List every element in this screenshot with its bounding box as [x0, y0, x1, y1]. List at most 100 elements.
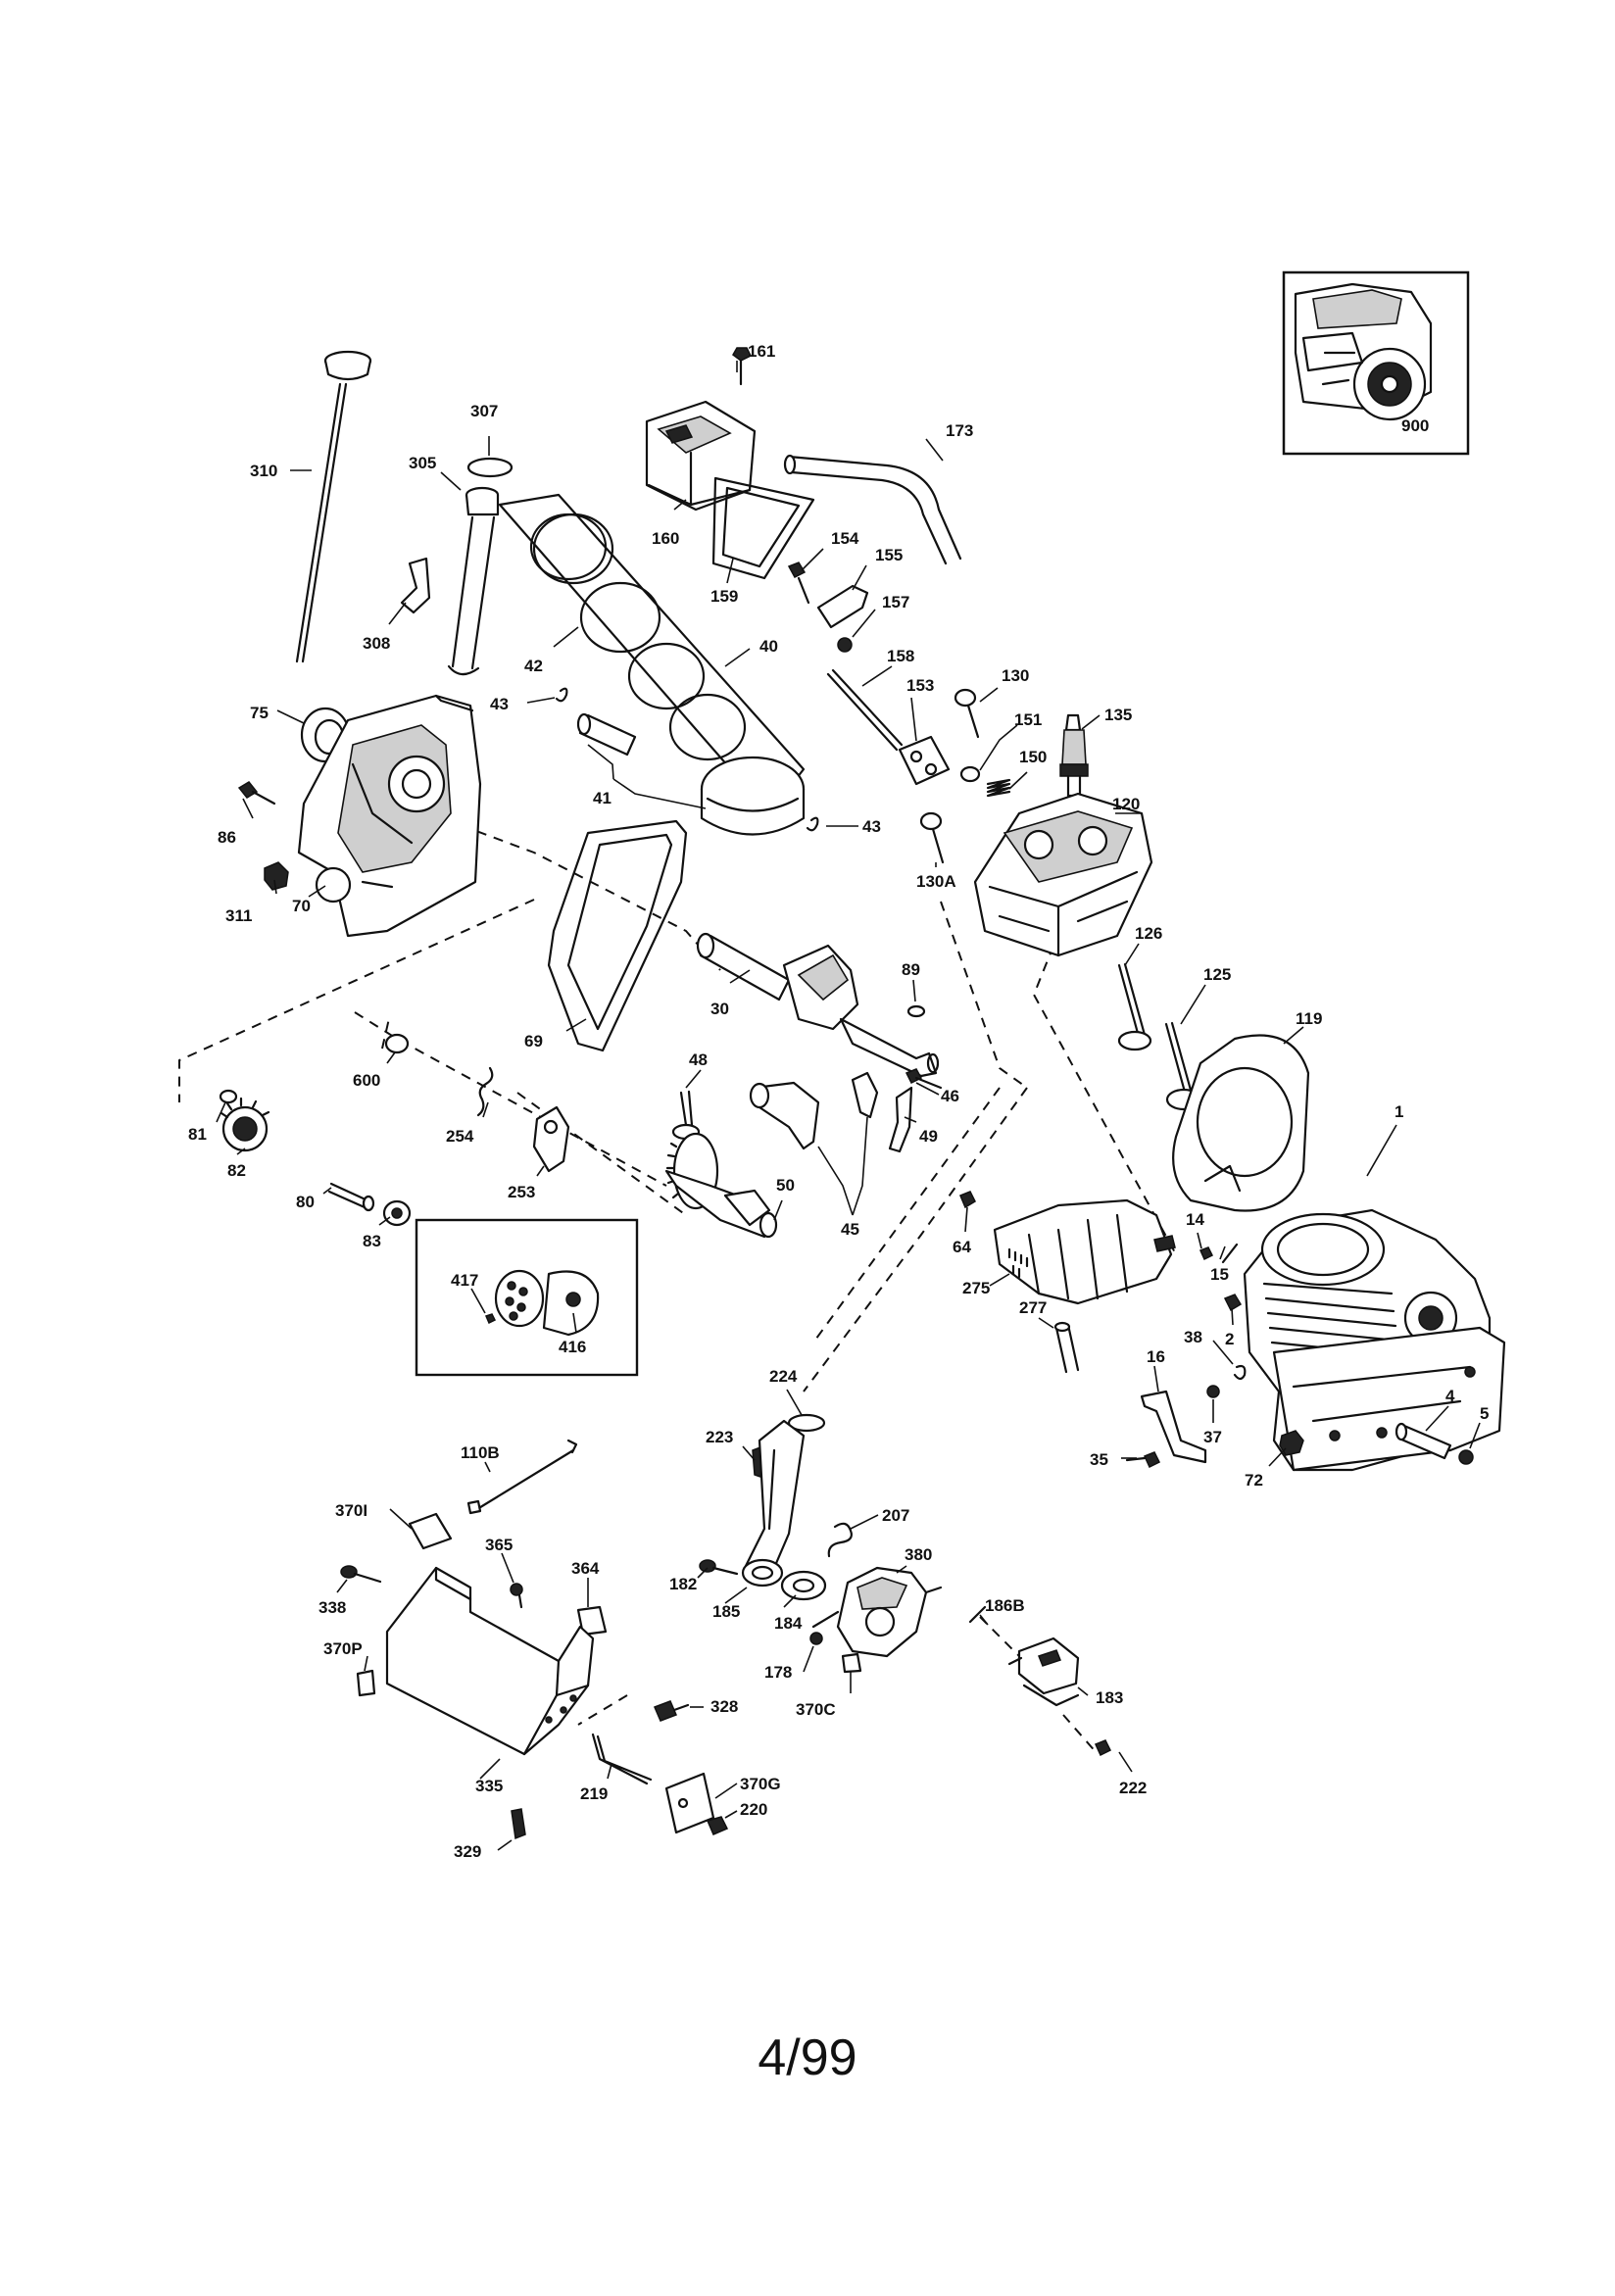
part-338-screw	[340, 1565, 382, 1584]
callout-42: 42	[524, 657, 543, 675]
callout-161: 161	[748, 342, 775, 361]
callout-364: 364	[571, 1559, 600, 1578]
callout-130a: 130A	[916, 872, 956, 891]
part-130a-bolt	[919, 811, 945, 864]
callout-416: 416	[559, 1338, 586, 1356]
callout-160: 160	[652, 529, 679, 548]
part-370p-decal	[356, 1669, 376, 1697]
callout-380: 380	[905, 1545, 932, 1564]
callout-135: 135	[1104, 706, 1132, 724]
callout-50: 50	[776, 1176, 795, 1195]
part-15-link	[1221, 1243, 1239, 1264]
part-41-wrist-pin	[576, 712, 637, 757]
callout-308: 308	[363, 634, 390, 653]
part-35-screw	[1125, 1451, 1161, 1469]
part-45-tappet-assembly	[749, 1071, 879, 1150]
part-173-breather-tube	[783, 454, 962, 565]
callout-900: 900	[1401, 416, 1429, 435]
callout-184: 184	[774, 1614, 803, 1633]
callout-15: 15	[1210, 1265, 1229, 1284]
part-184-carburetor-gasket	[780, 1570, 827, 1601]
callout-153: 153	[906, 676, 934, 695]
part-254-spring	[476, 1066, 494, 1117]
callout-150: 150	[1019, 748, 1047, 766]
callout-46: 46	[941, 1087, 959, 1105]
engine-overview-inset	[1282, 270, 1470, 456]
part-308-clip	[400, 557, 431, 614]
callout-1: 1	[1395, 1102, 1403, 1121]
part-185-intake-manifold	[741, 1419, 806, 1588]
callout-151: 151	[1014, 710, 1042, 729]
part-82-governor-gear	[220, 1097, 270, 1152]
callout-119: 119	[1296, 1009, 1322, 1028]
part-119-cylinder-head-gasket	[1172, 1034, 1310, 1212]
callout-370p: 370P	[323, 1639, 363, 1658]
part-219-control-rod	[591, 1733, 653, 1785]
callout-219: 219	[580, 1784, 608, 1803]
part-311-drain-plug	[264, 861, 289, 891]
part-161-screw	[732, 347, 753, 386]
part-38-clip	[1233, 1364, 1247, 1381]
part-182-screw	[699, 1559, 739, 1576]
part-370c-decal	[841, 1652, 862, 1674]
callout-178: 178	[764, 1663, 792, 1682]
part-110b-link	[466, 1439, 578, 1515]
callout-83: 83	[363, 1232, 381, 1250]
callout-14: 14	[1186, 1210, 1204, 1229]
part-135-spark-plug	[1059, 713, 1089, 798]
part-14-fitting	[1199, 1246, 1214, 1261]
callout-159: 159	[710, 587, 738, 606]
callout-126: 126	[1135, 924, 1162, 943]
callout-2: 2	[1225, 1330, 1234, 1348]
callout-173: 173	[946, 421, 973, 440]
part-155-rocker-arm	[816, 584, 869, 629]
callout-275: 275	[962, 1279, 990, 1297]
callout-4: 4	[1445, 1387, 1455, 1405]
callout-labels: 161 173 307 310 305 160 154 155 159 157 …	[188, 342, 1489, 1861]
callout-417: 417	[451, 1271, 478, 1290]
callout-89: 89	[902, 960, 920, 979]
part-120-cylinder-head	[973, 792, 1153, 957]
callout-307: 307	[470, 402, 498, 420]
callout-86: 86	[218, 828, 236, 847]
callout-157: 157	[882, 593, 909, 611]
part-224-gasket	[787, 1413, 826, 1433]
callout-183: 183	[1096, 1688, 1123, 1707]
callout-311: 311	[225, 906, 252, 925]
part-160-valve-cover	[645, 400, 757, 512]
callout-120: 120	[1112, 795, 1140, 813]
part-186b-fuel-line	[968, 1605, 987, 1624]
part-46-screw	[905, 1068, 943, 1090]
part-50-camshaft	[664, 1132, 778, 1239]
callout-5: 5	[1480, 1404, 1489, 1423]
part-328-knob	[654, 1700, 690, 1722]
part-380-carburetor	[811, 1566, 943, 1658]
part-183-bracket	[1007, 1637, 1080, 1707]
callout-37: 37	[1203, 1428, 1222, 1446]
callout-130: 130	[1002, 666, 1029, 685]
callout-69: 69	[524, 1032, 543, 1050]
callout-82: 82	[227, 1161, 246, 1180]
part-370i-decal	[408, 1512, 453, 1550]
callout-49: 49	[919, 1127, 938, 1146]
part-222-screw	[1094, 1739, 1112, 1757]
callout-207: 207	[882, 1506, 909, 1525]
part-307-o-ring	[466, 457, 514, 478]
part-80-governor-shaft	[327, 1182, 375, 1212]
callout-110b: 110B	[461, 1443, 500, 1462]
part-43-wrist-pin-clip-b	[806, 816, 819, 832]
part-151-valve-spring-retainer	[959, 765, 981, 783]
callout-600: 600	[353, 1071, 380, 1090]
callout-125: 125	[1203, 965, 1231, 984]
callout-16: 16	[1147, 1347, 1165, 1366]
part-81-washer	[219, 1089, 238, 1104]
page-number: 4/99	[758, 2029, 857, 2086]
part-220-knob	[706, 1816, 729, 1835]
part-48-tappet	[671, 1090, 701, 1141]
callout-253: 253	[508, 1183, 535, 1201]
callout-277: 277	[1019, 1298, 1047, 1317]
callout-80: 80	[296, 1193, 315, 1211]
part-305-dipstick-tube	[447, 486, 500, 676]
